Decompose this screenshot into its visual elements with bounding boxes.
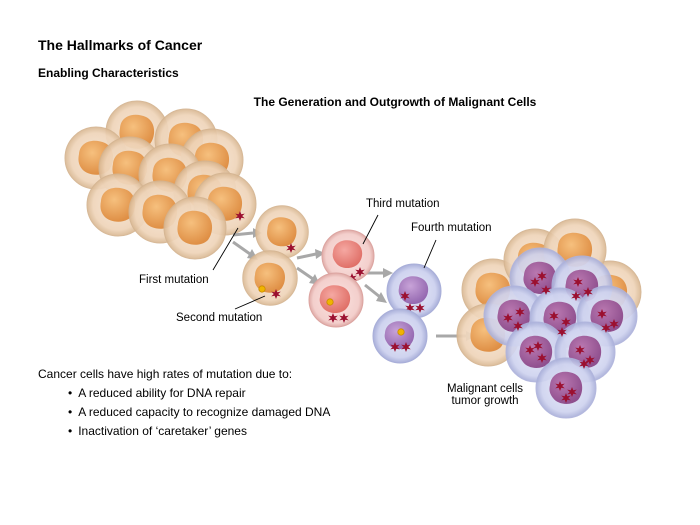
first-mutation-label: First mutation [139,274,209,286]
notes-item: Inactivation of ‘caretaker’ genes [78,422,330,441]
malignant-cells-label: Malignant cells tumor growth [430,383,540,407]
notes-item: A reduced ability for DNA repair [78,384,330,403]
notes-list: A reduced ability for DNA repair A reduc… [38,384,330,441]
fourth-mutation-cell-2 [372,308,428,364]
first-mutation-cell [255,205,309,259]
normal-cell-cluster [64,100,257,260]
third-mutation-label: Third mutation [366,198,440,210]
mutation-notes: Cancer cells have high rates of mutation… [38,365,330,441]
page-subtitle: Enabling Characteristics [38,66,179,80]
notes-intro: Cancer cells have high rates of mutation… [38,367,293,381]
leader-lines [212,214,437,310]
second-mutation-cell [242,250,298,306]
page-title: The Hallmarks of Cancer [38,37,203,53]
second-mutation-label: Second mutation [176,312,263,324]
malignant-label-line1: Malignant cells [446,383,524,395]
fourth-mutation-label: Fourth mutation [411,222,492,234]
third-mutation-cell-2 [308,272,364,328]
diagram-heading: The Generation and Outgrowth of Malignan… [253,95,537,109]
malignant-label-line2: tumor growth [451,395,519,407]
fourth-mutation-cell [386,263,442,319]
notes-item: A reduced capacity to recognize damaged … [78,403,330,422]
